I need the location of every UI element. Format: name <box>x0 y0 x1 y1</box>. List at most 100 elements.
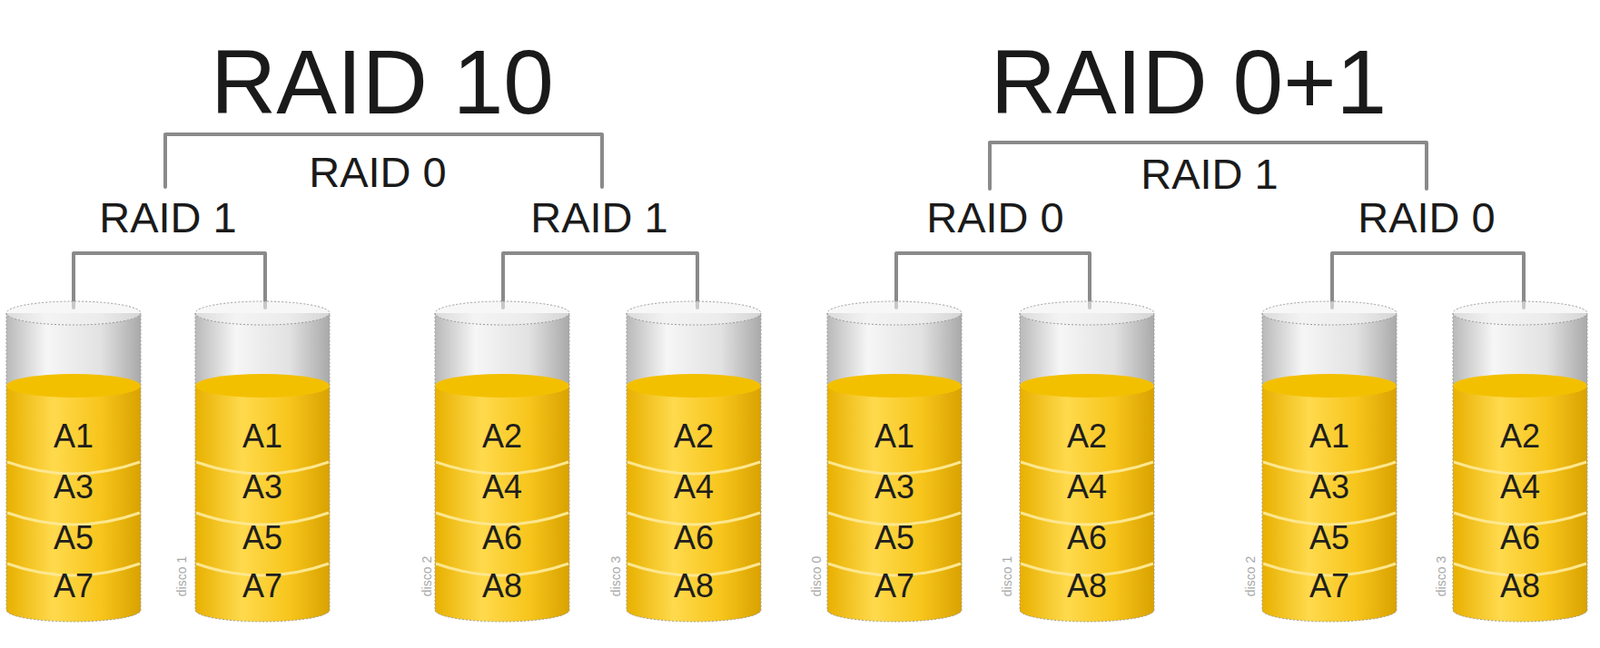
raid-level-label: RAID 0 <box>926 196 1065 239</box>
glass-body <box>1262 313 1397 623</box>
glass-outline <box>626 313 761 623</box>
glass-top <box>626 301 761 326</box>
fill-surface <box>195 374 330 398</box>
fill-surface <box>1019 374 1155 398</box>
data-block: A3 <box>194 467 331 508</box>
data-block: A8 <box>1451 566 1589 607</box>
glass-top <box>827 301 962 326</box>
glass-top <box>1019 301 1155 326</box>
glass-outline <box>1019 313 1155 623</box>
glass-body <box>434 313 570 623</box>
data-block: A7 <box>1261 566 1398 607</box>
data-block: A3 <box>1261 467 1398 508</box>
disk-node: A1A3A5A7 <box>5 300 142 623</box>
data-block: A5 <box>194 518 331 559</box>
data-block: A1 <box>826 416 963 457</box>
data-fill <box>626 385 761 623</box>
glass-body <box>195 313 330 623</box>
glass-outline <box>1262 313 1397 623</box>
data-block: A4 <box>434 467 571 508</box>
glass-outline <box>827 313 962 623</box>
data-fill <box>1019 385 1155 623</box>
data-block: A8 <box>1018 566 1156 607</box>
data-block: A8 <box>625 566 762 607</box>
disk-label: disco 1 <box>175 556 188 597</box>
raid-title: RAID 10 <box>210 36 554 128</box>
data-fill <box>827 385 962 623</box>
raid-level-label: RAID 1 <box>530 196 669 239</box>
disk-node: A2A4A6A8 <box>1451 300 1589 623</box>
data-block: A2 <box>1018 416 1156 457</box>
data-block: A6 <box>434 518 571 559</box>
disk-label: disco 0 <box>809 556 823 597</box>
glass-top <box>195 301 330 326</box>
disk-label: disco 2 <box>1244 556 1257 597</box>
data-block: A4 <box>1018 467 1156 508</box>
fill-surface <box>1262 374 1397 398</box>
fill-surface <box>6 374 141 398</box>
data-block: A1 <box>5 416 142 457</box>
data-block: A5 <box>826 518 963 559</box>
raid-level-label: RAID 0 <box>308 150 447 194</box>
data-block: A6 <box>1451 518 1589 559</box>
fill-surface <box>1452 374 1588 398</box>
glass-top <box>434 301 570 326</box>
glass-top <box>6 301 141 326</box>
data-block: A4 <box>625 467 762 508</box>
data-block: A3 <box>5 467 142 508</box>
data-block: A3 <box>826 467 963 508</box>
disk-label: disco 3 <box>1434 556 1448 597</box>
data-block: A1 <box>1261 416 1398 457</box>
disk-node: A1A3A5A7 <box>826 300 963 623</box>
bracket-line <box>896 253 1090 308</box>
data-block: A2 <box>434 416 571 457</box>
glass-outline <box>195 313 330 623</box>
data-fill <box>434 385 570 623</box>
disk-node: A2A4A6A8 <box>434 300 571 623</box>
disk-node: A2A4A6A8 <box>625 300 762 623</box>
data-block: A6 <box>1018 518 1156 559</box>
raid-title: RAID 0+1 <box>990 36 1387 128</box>
data-block: A4 <box>1451 467 1589 508</box>
data-block: A7 <box>194 566 331 607</box>
raid-level-label: RAID 1 <box>1140 152 1279 196</box>
fill-surface <box>827 374 962 398</box>
data-block: A6 <box>625 518 762 559</box>
glass-outline <box>6 313 141 623</box>
data-fill <box>1262 385 1397 623</box>
data-block: A5 <box>5 518 142 559</box>
data-block: A1 <box>194 416 331 457</box>
data-block: A2 <box>625 416 762 457</box>
fill-surface <box>434 374 570 398</box>
bracket-line <box>73 253 266 308</box>
disk-node: A1A3A5A7 <box>194 300 331 623</box>
glass-body <box>827 313 962 623</box>
data-block: A5 <box>1261 518 1398 559</box>
glass-body <box>1452 313 1588 623</box>
glass-top <box>1452 301 1588 326</box>
disk-label: disco 3 <box>609 556 623 597</box>
glass-body <box>626 313 761 623</box>
data-fill <box>1452 385 1588 623</box>
disk-label: disco 2 <box>420 556 434 597</box>
glass-body <box>1019 313 1155 623</box>
data-block: A2 <box>1451 416 1589 457</box>
glass-body <box>6 313 141 623</box>
glass-top <box>1262 301 1397 326</box>
data-fill <box>6 385 141 623</box>
glass-outline <box>1452 313 1588 623</box>
data-block: A7 <box>5 566 142 607</box>
bracket-line <box>503 253 698 308</box>
fill-surface <box>626 374 761 398</box>
raid-level-label: RAID 1 <box>98 196 238 239</box>
disk-node: A1A3A5A7 <box>1261 300 1398 623</box>
bracket-line <box>1332 253 1524 308</box>
data-fill <box>195 385 330 623</box>
data-block: A7 <box>826 566 963 607</box>
raid-level-label: RAID 0 <box>1357 196 1496 239</box>
disk-label: disco 1 <box>1000 556 1014 597</box>
disk-node: A2A4A6A8 <box>1018 300 1156 623</box>
data-block: A8 <box>434 566 571 607</box>
glass-outline <box>434 313 570 623</box>
